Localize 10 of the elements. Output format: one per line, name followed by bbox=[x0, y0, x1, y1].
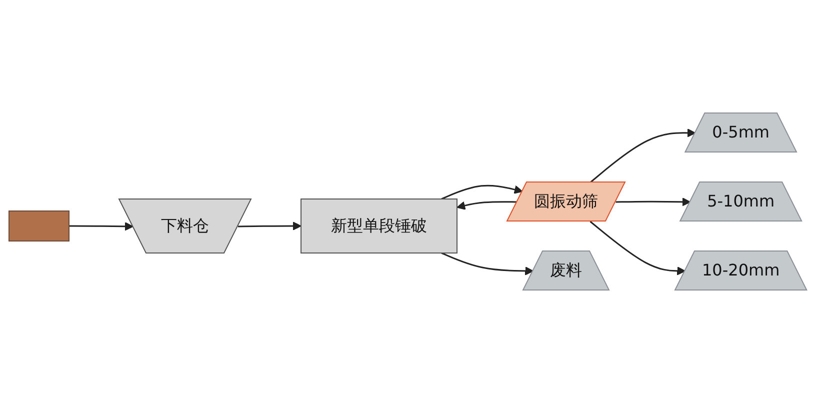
arrow bbox=[68, 222, 134, 230]
arrow bbox=[589, 220, 686, 275]
arrow bbox=[615, 197, 690, 206]
node-box: 新型单段锤破 bbox=[300, 198, 458, 253]
arrow bbox=[589, 128, 696, 183]
arrow bbox=[238, 221, 302, 230]
arrow bbox=[440, 252, 534, 275]
arrow bbox=[456, 200, 517, 210]
node-box bbox=[8, 210, 70, 241]
arrow bbox=[440, 184, 523, 200]
